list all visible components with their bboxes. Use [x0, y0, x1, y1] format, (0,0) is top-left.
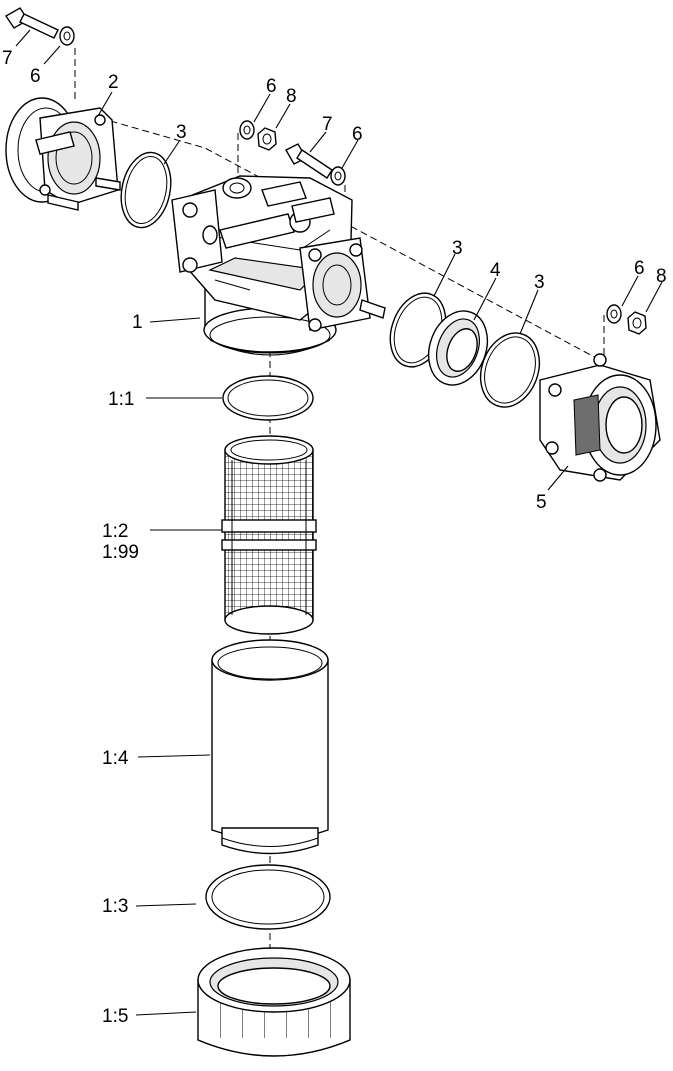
- o-ring-1-1: [222, 375, 314, 421]
- screen-element-1-2: [221, 435, 317, 635]
- callout-3-b: 3: [534, 272, 545, 293]
- callout-1-3: 1:3: [102, 896, 128, 917]
- nut-8-mid: [257, 127, 277, 151]
- callout-7-top: 7: [2, 48, 13, 69]
- washer-6-right: [330, 166, 346, 186]
- callout-2: 2: [108, 72, 119, 93]
- washer-6-far: [606, 304, 622, 324]
- callout-5: 5: [536, 492, 547, 513]
- callout-6-mid: 6: [266, 76, 277, 97]
- bolt-7-top: [5, 7, 59, 39]
- callout-1-4: 1:4: [102, 748, 129, 769]
- filter-housing-1: [171, 175, 386, 356]
- callout-7-mid: 7: [322, 114, 333, 135]
- callout-8-far: 8: [656, 266, 667, 287]
- callout-1-5: 1:5: [102, 1006, 128, 1027]
- callout-1-99: 1:99: [102, 542, 139, 563]
- callout-3-left: 3: [176, 122, 187, 143]
- washer-6-mid: [239, 120, 255, 140]
- callout-1: 1: [132, 312, 143, 333]
- callout-3-a: 3: [452, 238, 463, 259]
- callout-1-2: 1:2: [102, 521, 128, 542]
- callout-1-1: 1:1: [108, 389, 134, 410]
- leader-lines: [15, 29, 663, 1016]
- o-ring-3-left: [120, 151, 172, 229]
- callout-6-right: 6: [352, 124, 363, 145]
- o-ring-3-right-b: [479, 332, 541, 408]
- callout-labels: 7 6 2 3 6 8 7 6 1 3 4 3 6 8 5 1:1 1:2 1:…: [2, 48, 667, 1027]
- callout-8-mid: 8: [286, 86, 297, 107]
- callout-6-far: 6: [634, 258, 645, 279]
- o-ring-1-3: [205, 864, 331, 930]
- callout-4: 4: [490, 260, 501, 281]
- bowl-nut-1-5: [197, 947, 351, 1057]
- end-cap-2: [5, 97, 121, 211]
- washer-6-top: [59, 26, 75, 46]
- coupling-5: [539, 353, 661, 482]
- callout-6-top: 6: [30, 66, 41, 87]
- bolt-7-mid: [285, 143, 333, 179]
- nut-8-far: [627, 311, 647, 335]
- seal-4: [427, 310, 489, 386]
- bowl-1-4: [211, 639, 329, 855]
